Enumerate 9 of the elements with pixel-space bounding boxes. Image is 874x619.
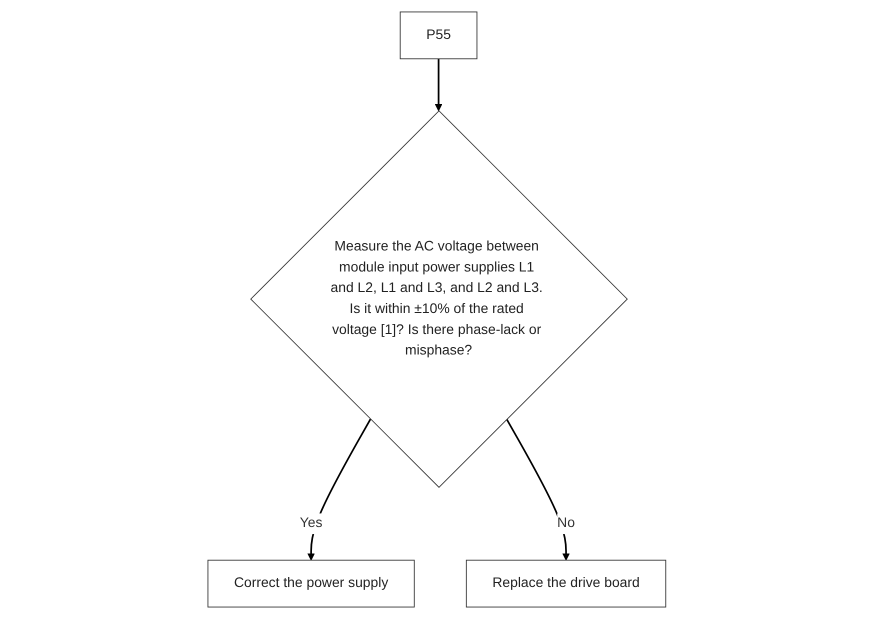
edge-label: Yes	[300, 516, 323, 531]
node-diamond: Measure the AC voltage between module input power supplies L1 and L2, L1 and L3, and L2 and L3. Is it within ±10% of the rated voltage [1]? Is there phase-lack or misphase?	[250, 110, 628, 488]
edge-label: No	[557, 516, 576, 531]
arrow	[307, 418, 372, 561]
node-box: Replace the drive board	[466, 560, 666, 608]
arrow	[434, 58, 443, 112]
node-box: Correct the power supply	[208, 560, 415, 608]
node-box: P55	[400, 12, 478, 60]
arrow	[506, 418, 570, 561]
